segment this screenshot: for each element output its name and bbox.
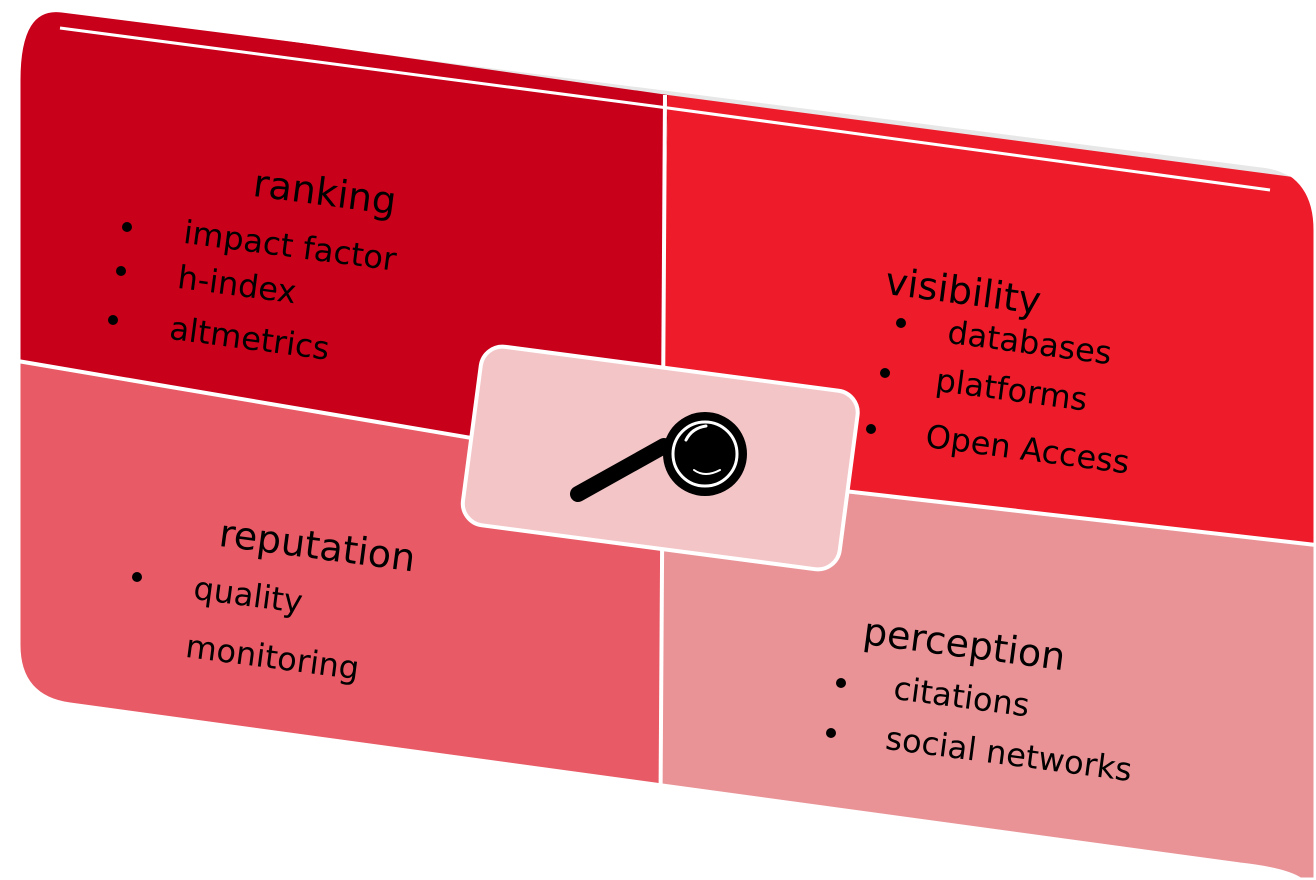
center-box bbox=[460, 344, 860, 572]
panel-top-edge bbox=[59, 26, 1271, 192]
reputation-bullet-1 bbox=[132, 572, 142, 582]
perception-bullet-1 bbox=[836, 678, 846, 688]
perception-bullet-2 bbox=[826, 728, 836, 738]
visibility-bullet-2 bbox=[880, 368, 890, 378]
panel-border bbox=[15, 7, 1316, 880]
quadrant-perception bbox=[660, 470, 1316, 880]
ranking-bullet-1 bbox=[122, 222, 132, 232]
visibility-bullet-1 bbox=[896, 318, 906, 328]
ranking-bullet-2 bbox=[116, 266, 126, 276]
ranking-bullet-3 bbox=[108, 315, 118, 325]
magnifying-glass-icon bbox=[570, 412, 747, 502]
visibility-bullet-3 bbox=[866, 424, 876, 434]
